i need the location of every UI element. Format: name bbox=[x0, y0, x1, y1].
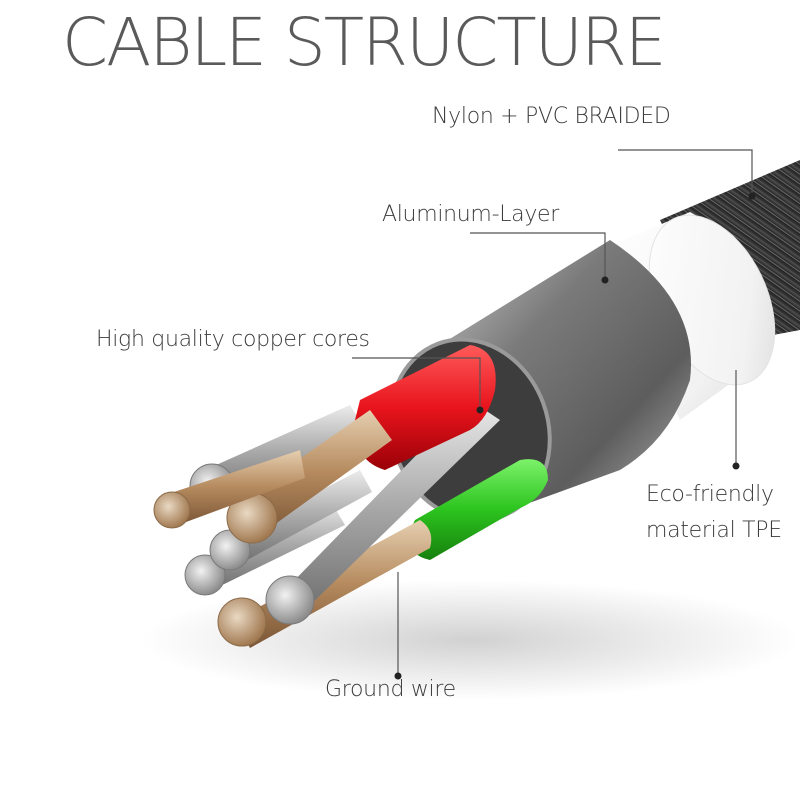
label-braided: Nylon + PVC BRAIDED bbox=[432, 104, 671, 129]
label-tpe-line2: material TPE bbox=[646, 518, 782, 543]
callout-dots bbox=[394, 192, 756, 680]
copper-core-2 bbox=[165, 450, 305, 525]
green-core bbox=[409, 459, 548, 560]
label-copper: High quality copper cores bbox=[96, 327, 370, 352]
copper-core-2-end bbox=[153, 491, 191, 529]
callout-copper bbox=[352, 357, 481, 408]
ground-wire-end bbox=[217, 597, 267, 647]
callout-aluminum bbox=[470, 232, 606, 278]
silver-strand-2 bbox=[285, 400, 500, 615]
callout-braided bbox=[618, 149, 753, 195]
callout-lines bbox=[352, 149, 753, 675]
diagram-title: CABLE STRUCTURE bbox=[62, 4, 667, 81]
copper-core-1 bbox=[240, 410, 392, 535]
label-ground: Ground wire bbox=[325, 677, 456, 702]
label-aluminum: Aluminum-Layer bbox=[382, 202, 560, 227]
label-tpe-line1: Eco-friendly bbox=[646, 482, 774, 507]
